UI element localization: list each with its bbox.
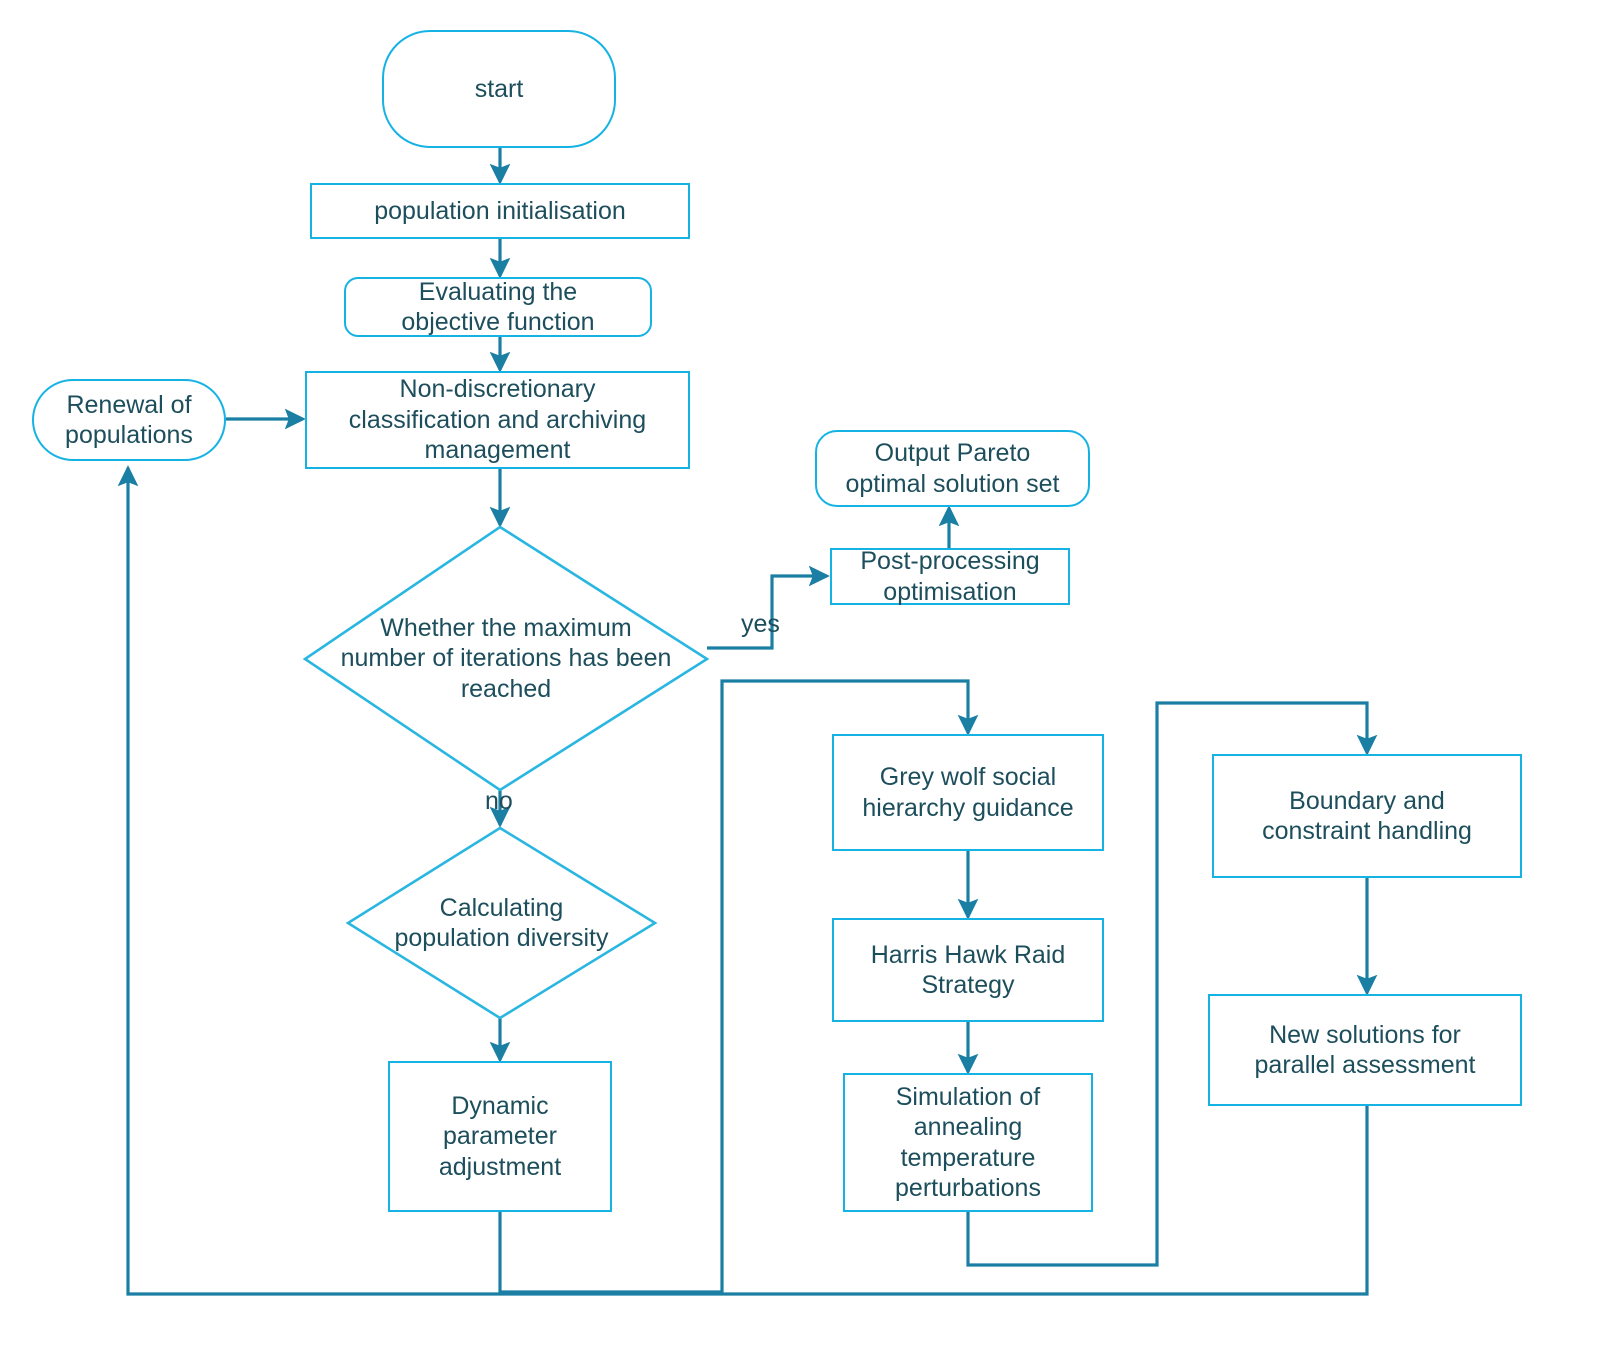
node-boundary-constraint-handling-label: Boundary and constraint handling xyxy=(1262,786,1472,846)
node-grey-wolf-social-hierarchy-label: Grey wolf social hierarchy guidance xyxy=(862,763,1074,822)
node-dynamic-parameter-adjustment[interactable]: Dynamic parameter adjustment xyxy=(388,1061,612,1212)
node-grey-wolf-social-hierarchy[interactable]: Grey wolf social hierarchy guidance xyxy=(832,734,1104,851)
node-population-initialisation[interactable]: population initialisation xyxy=(310,183,690,239)
node-start[interactable]: start xyxy=(382,30,616,148)
node-population-initialisation-label: population initialisation xyxy=(374,196,626,225)
node-non-discretionary-classification-label: Non-discretionary classification and arc… xyxy=(348,375,647,465)
node-evaluating-objective-function-label: Evaluating the objective function xyxy=(401,277,595,337)
node-evaluating-objective-function[interactable]: Evaluating the objective function xyxy=(344,277,652,337)
node-boundary-constraint-handling[interactable]: Boundary and constraint handling xyxy=(1212,754,1522,878)
node-simulation-annealing-perturbations[interactable]: Simulation of annealing temperature pert… xyxy=(843,1073,1093,1212)
edge-label-yes: yes xyxy=(741,610,780,638)
node-harris-hawk-raid-strategy[interactable]: Harris Hawk Raid Strategy xyxy=(832,918,1104,1022)
node-harris-hawk-raid-strategy-label: Harris Hawk Raid Strategy xyxy=(870,940,1066,1000)
node-post-processing-optimisation-label: Post-processing optimisation xyxy=(860,547,1040,606)
node-whether-max-iterations-label: Whether the maximum number of iterations… xyxy=(340,613,672,703)
node-start-label: start xyxy=(474,74,524,103)
node-new-solutions-parallel-assessment-label: New solutions for parallel assessment xyxy=(1254,1020,1476,1080)
node-calculating-population-diversity[interactable]: Calculating population diversity xyxy=(348,828,655,1018)
node-dynamic-parameter-adjustment-label: Dynamic parameter adjustment xyxy=(438,1091,562,1181)
node-calculating-population-diversity-label: Calculating population diversity xyxy=(394,893,609,953)
node-simulation-annealing-perturbations-label: Simulation of annealing temperature pert… xyxy=(895,1082,1041,1203)
node-renewal-of-populations-label: Renewal of populations xyxy=(65,390,193,450)
node-whether-max-iterations[interactable]: Whether the maximum number of iterations… xyxy=(305,527,707,790)
node-renewal-of-populations[interactable]: Renewal of populations xyxy=(32,379,226,461)
node-non-discretionary-classification[interactable]: Non-discretionary classification and arc… xyxy=(305,371,690,469)
node-post-processing-optimisation[interactable]: Post-processing optimisation xyxy=(830,547,1070,606)
node-output-pareto-solution-set-label: Output Pareto optimal solution set xyxy=(845,439,1060,498)
node-new-solutions-parallel-assessment[interactable]: New solutions for parallel assessment xyxy=(1208,994,1522,1106)
edge-label-no: no xyxy=(485,787,513,815)
node-output-pareto-solution-set[interactable]: Output Pareto optimal solution set xyxy=(815,430,1090,507)
